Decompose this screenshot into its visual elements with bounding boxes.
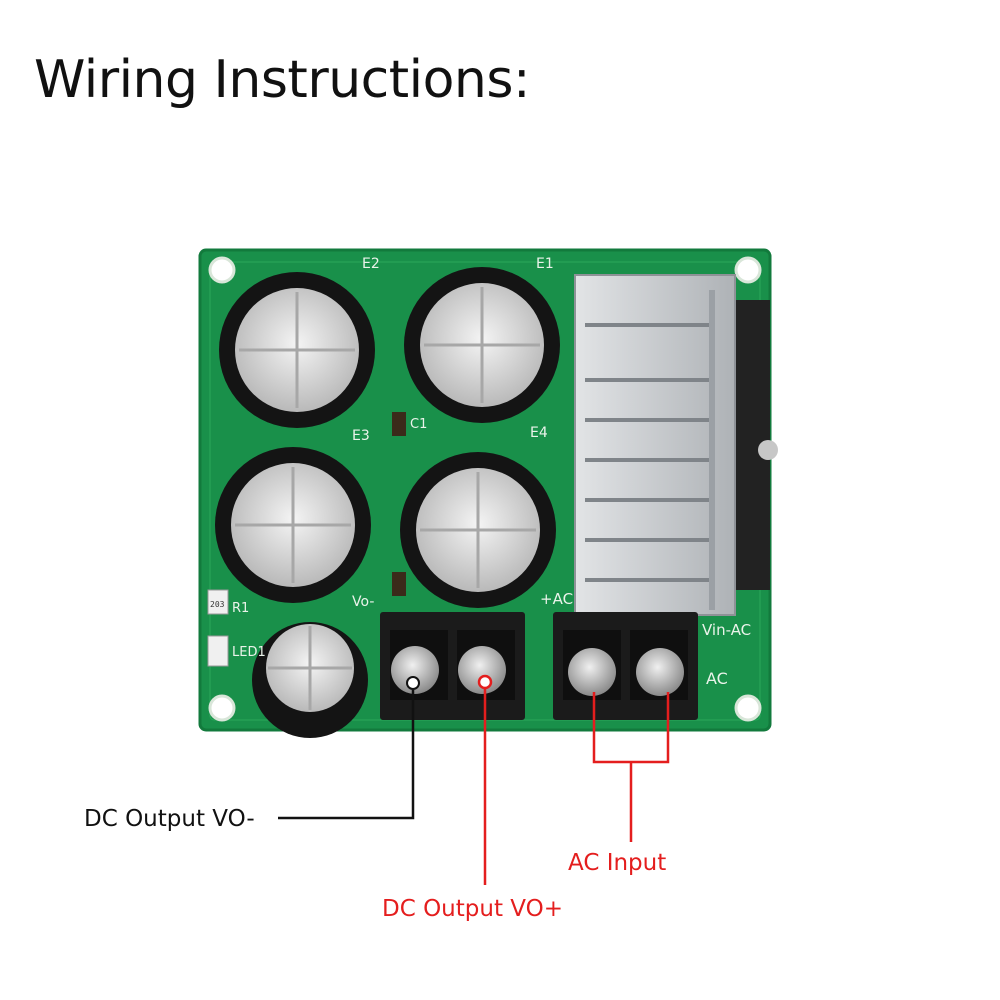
silk-e1: E1 [536,256,554,272]
silk-r1: R1 [232,601,249,616]
silk-ac: AC [706,669,728,688]
silk-vo-minus: Vo- [352,594,374,610]
vo-plus-marker [477,674,493,690]
terminal-block-output [380,612,525,720]
smd-components [207,412,406,667]
capacitor-small [252,622,368,738]
silk-e2: E2 [362,256,380,272]
mounting-hole-icons [208,256,762,722]
capacitor-e1 [404,267,560,423]
terminal-block-input [553,612,698,720]
label-ac-input: AC Input [568,850,667,876]
silk-c1: C1 [410,417,427,432]
silk-e3: E3 [352,428,370,444]
label-dc-output-minus: DC Output VO- [84,806,255,832]
silk-plus-ac: +AC [540,590,573,608]
heatsink [574,274,778,616]
silk-led1: LED1 [232,645,266,660]
capacitor-e2 [219,272,375,428]
capacitor-e3 [215,447,371,603]
silk-vin-ac: Vin-AC [702,621,751,639]
silk-r1-code: 203 [210,600,225,609]
page-title: Wiring Instructions: [34,50,530,110]
label-dc-output-plus: DC Output VO+ [382,896,563,922]
wire-vo-minus [278,690,415,820]
silk-e4: E4 [530,425,548,441]
capacitor-e4 [400,452,556,608]
vo-minus-marker [406,676,420,690]
